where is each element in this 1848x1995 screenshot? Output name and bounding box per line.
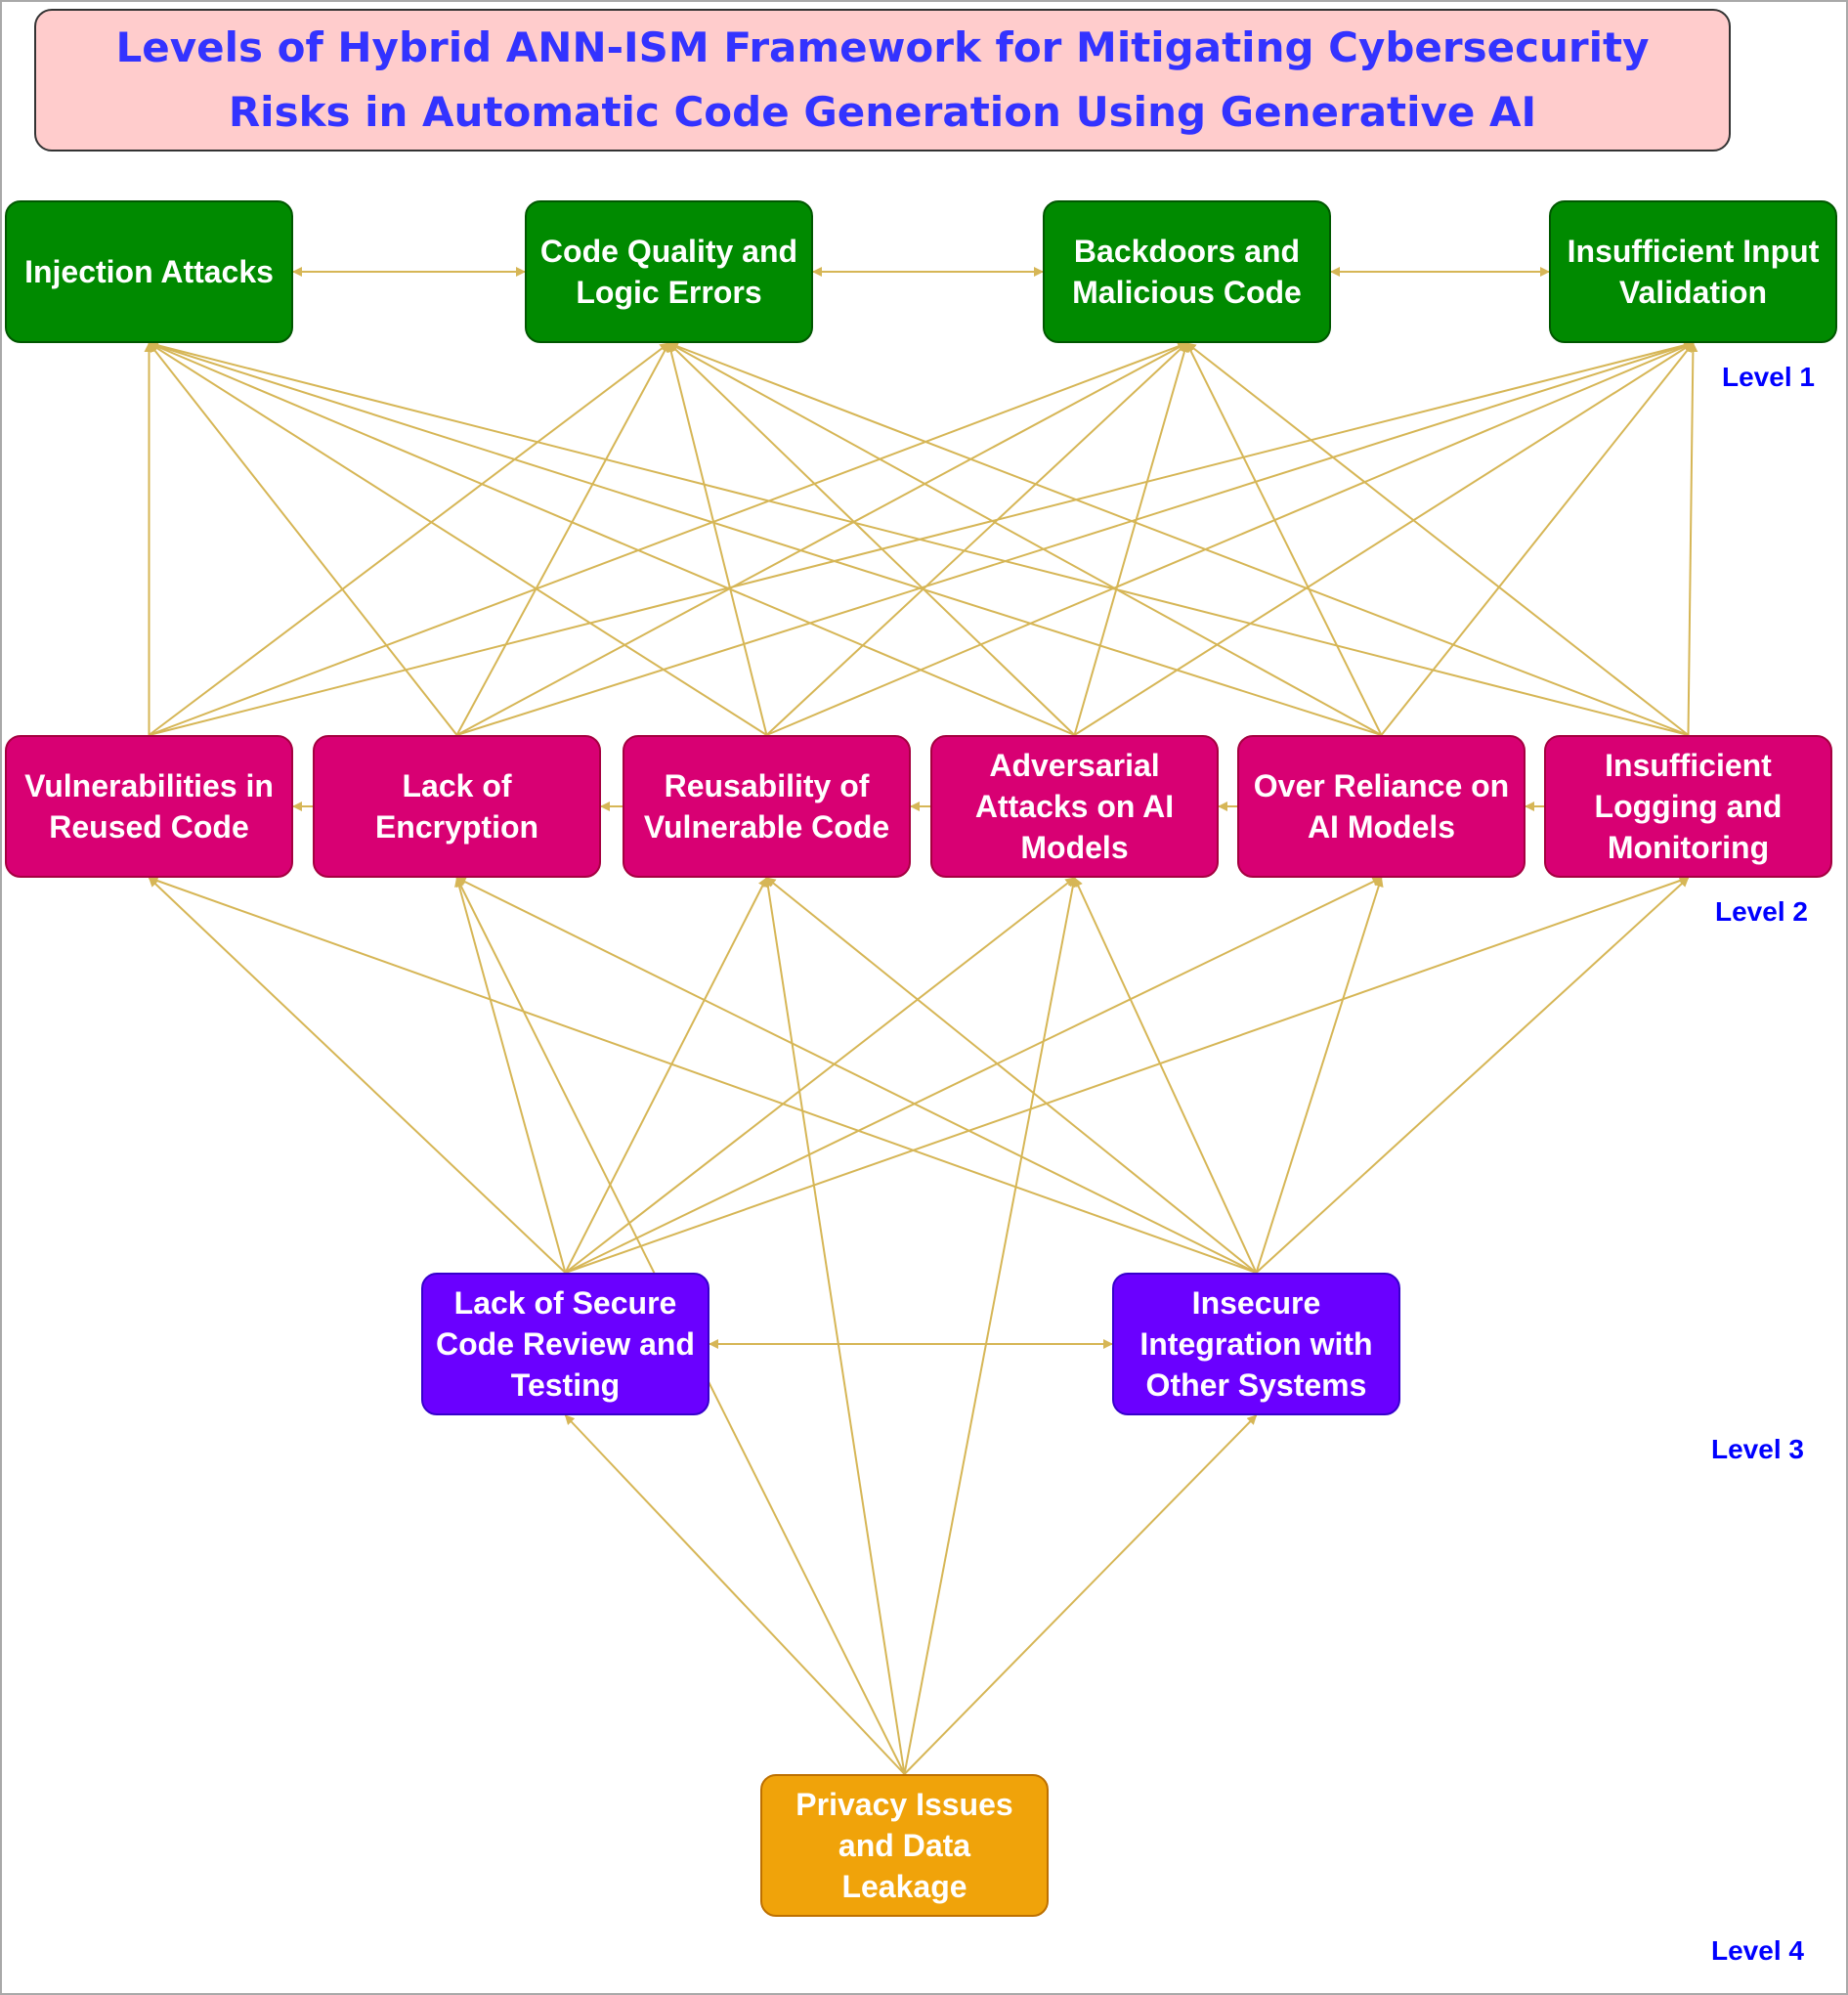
edge-K-G [564,877,768,1274]
edge-G-B [666,342,768,736]
node-code-quality-and-logic-errors: Code Quality and Logic Errors [525,200,813,343]
edge-F-C [456,342,1188,736]
edge-J-B [667,341,1689,736]
edge-I-A [148,340,1382,736]
edge-J-C [1185,342,1690,736]
edge-F-B [455,342,670,736]
edge-M-H [903,877,1078,1775]
edge-H-A [148,341,1075,736]
level-4-label: Level 4 [1711,1935,1804,1966]
node-privacy-issues-and-data-leakage: Privacy Issues and Data Leakage [760,1774,1049,1917]
level-2-label: Level 2 [1715,896,1808,927]
level-1-label: Level 1 [1722,362,1815,392]
edge-J-A [148,340,1689,736]
edge-F-A [148,342,458,736]
edge-L-F [455,877,1257,1274]
level-3-label: Level 3 [1711,1434,1804,1464]
edge-G-A [148,342,768,736]
edge-E-B [148,342,670,736]
edge-I-B [667,342,1382,736]
node-lack-of-encryption: Lack of Encryption [313,735,601,878]
node-reusability-of-vulnerable-code: Reusability of Vulnerable Code [623,735,911,878]
edge-M-K [564,1414,906,1775]
edge-H-D [1073,342,1695,736]
edge-J-D [1687,342,1698,736]
edge-M-L [903,1414,1258,1775]
edge-M-G [762,877,906,1775]
node-insufficient-logging-and-monitoring: Insufficient Logging and Monitoring [1544,735,1832,878]
edge-L-G [765,877,1258,1274]
edge-K-I [565,877,1383,1274]
node-insecure-integration-with-other-systems: Insecure Integration with Other Systems [1112,1273,1400,1415]
node-injection-attacks: Injection Attacks [5,200,293,343]
node-insufficient-input-validation: Insufficient Input Validation [1549,200,1837,343]
diagram-title: Levels of Hybrid ANN-ISM Framework for M… [34,9,1731,152]
edge-K-J [565,876,1690,1274]
edge-K-F [454,877,567,1274]
edge-K-H [564,877,1076,1274]
edge-F-D [456,340,1695,736]
edge-K-E [148,877,567,1274]
edge-L-I [1255,877,1384,1274]
edge-G-D [766,341,1695,736]
edge-H-C [1073,342,1189,736]
edge-H-B [667,342,1076,736]
edge-E-C [149,341,1188,736]
node-vulnerabilities-in-reused-code: Vulnerabilities in Reused Code [5,735,293,878]
node-backdoors-and-malicious-code: Backdoors and Malicious Code [1043,200,1331,343]
node-lack-of-secure-code-review-and-testing: Lack of Secure Code Review and Testing [421,1273,709,1415]
node-adversarial-attacks-on-ai-models: Adversarial Attacks on AI Models [930,735,1219,878]
edge-L-H [1073,877,1258,1274]
edge-L-E [148,876,1257,1274]
node-over-reliance-on-ai-models: Over Reliance on AI Models [1237,735,1526,878]
edge-I-C [1185,342,1383,736]
edge-L-J [1255,877,1690,1274]
edge-G-C [765,342,1188,736]
